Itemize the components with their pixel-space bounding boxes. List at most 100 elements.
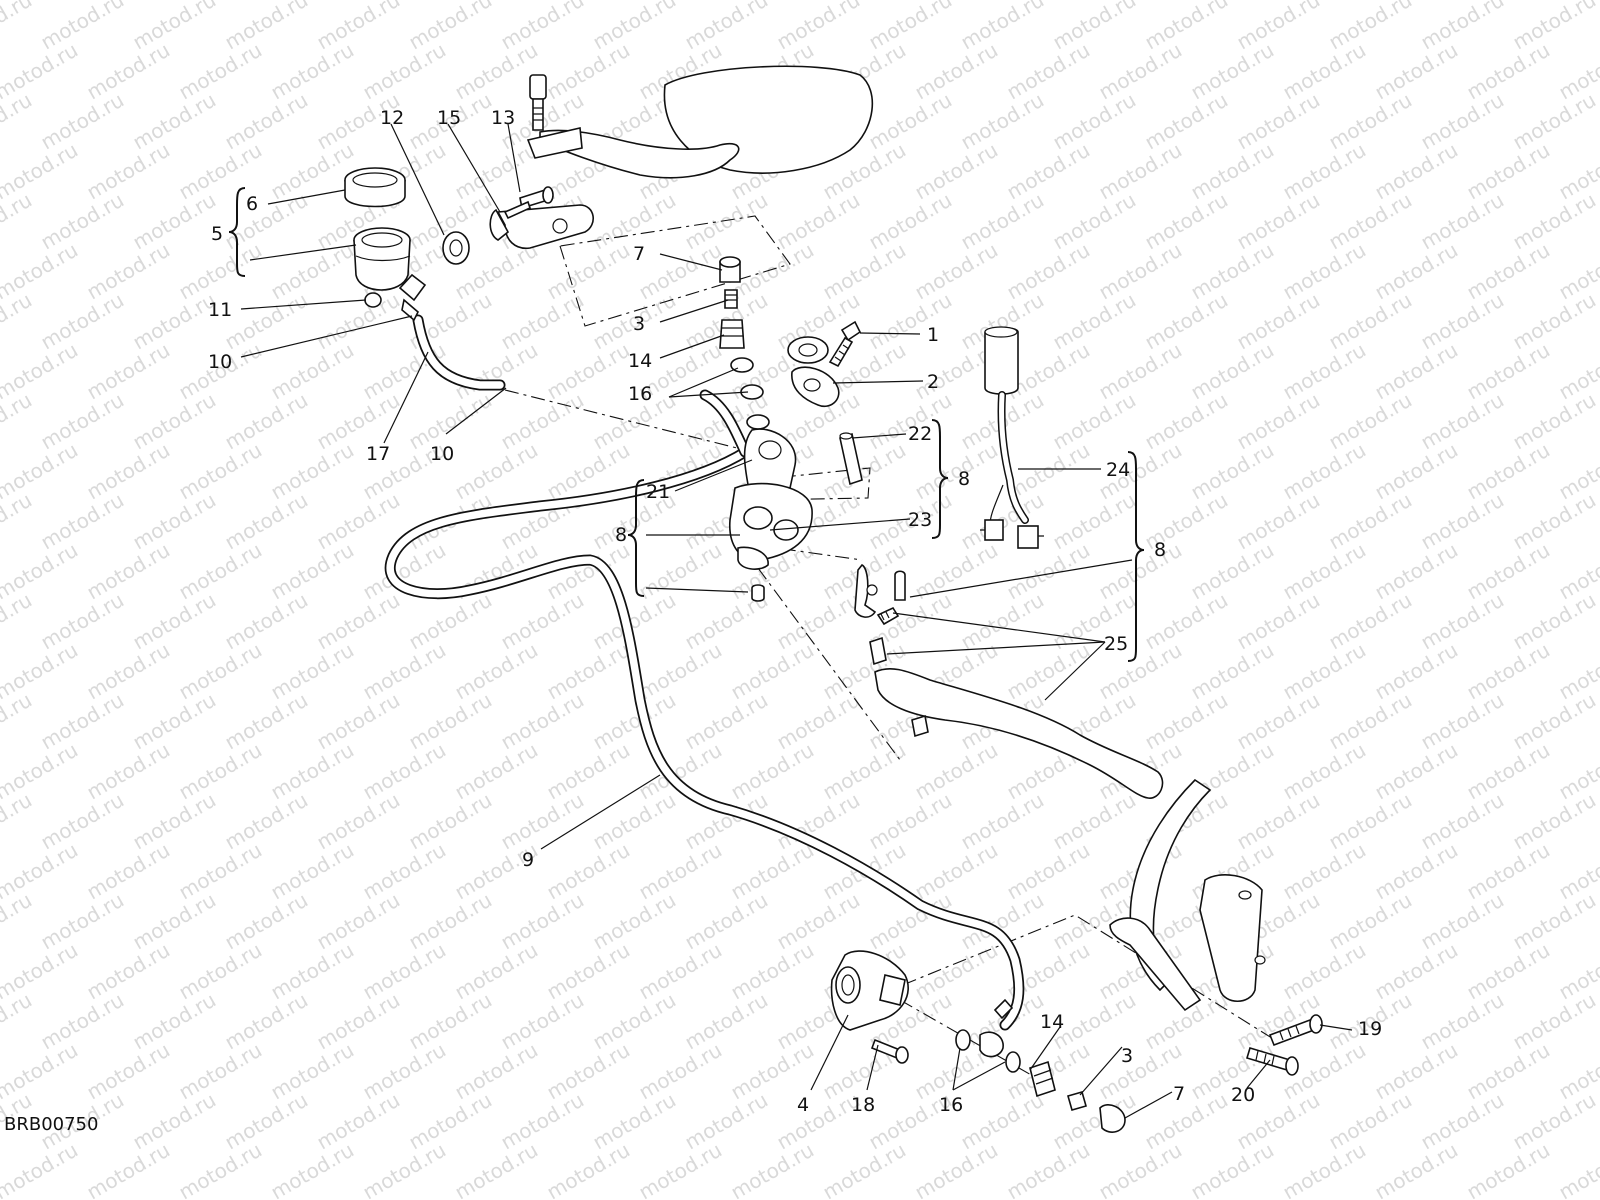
watermark-text: motod.ru: [313, 888, 404, 955]
callout-20: 20: [1231, 1084, 1255, 1106]
watermark-text: motod.ru: [37, 288, 128, 355]
watermark-text: motod.ru: [129, 0, 220, 54]
watermark-text: motod.ru: [221, 188, 312, 255]
watermark-text: motod.ru: [267, 1038, 358, 1105]
lower-frame-bracket: [1109, 778, 1266, 1012]
watermark-text: motod.ru: [727, 738, 818, 805]
callout-24: 24: [1106, 459, 1130, 481]
watermark-text: motod.ru: [1509, 88, 1600, 155]
watermark-text: motod.ru: [267, 638, 358, 705]
callout-19: 19: [1358, 1018, 1382, 1040]
watermark-text: motod.ru: [1417, 588, 1508, 655]
watermark-text: motod.ru: [83, 338, 174, 405]
callout-21: 21: [646, 481, 670, 503]
watermark-text: motod.ru: [221, 388, 312, 455]
watermark-text: motod.ru: [1509, 888, 1600, 955]
watermark-text: motod.ru: [1509, 1088, 1600, 1155]
callout-7: 7: [1173, 1083, 1185, 1105]
watermark-text: motod.ru: [681, 1088, 772, 1155]
watermark-text: motod.ru: [1417, 1088, 1508, 1155]
watermark-text: motod.ru: [0, 188, 36, 255]
watermark-text: motod.ru: [83, 1138, 174, 1200]
callout-25: 25: [1104, 633, 1128, 655]
watermark-text: motod.ru: [865, 88, 956, 155]
watermark-text: motod.ru: [129, 888, 220, 955]
watermark-text: motod.ru: [1509, 188, 1600, 255]
slave-cylinder: [830, 950, 909, 1064]
callout-8: 8: [958, 468, 970, 490]
watermark-text: motod.ru: [1509, 0, 1600, 54]
watermark-text: motod.ru: [0, 788, 36, 855]
watermark-text: motod.ru: [129, 688, 220, 755]
watermark-text: motod.ru: [1233, 388, 1324, 455]
watermark-text: motod.ru: [1141, 1088, 1232, 1155]
watermark-text: motod.ru: [681, 888, 772, 955]
watermark-text: motod.ru: [359, 638, 450, 705]
watermark-text: motod.ru: [1279, 838, 1370, 905]
watermark-text: motod.ru: [589, 1088, 680, 1155]
watermark-text: motod.ru: [0, 1138, 82, 1200]
watermark-text: motod.ru: [1463, 938, 1554, 1005]
watermark-text: motod.ru: [313, 1088, 404, 1155]
watermark-text: motod.ru: [1141, 88, 1232, 155]
watermark-text: motod.ru: [175, 638, 266, 705]
watermark-text: motod.ru: [635, 1038, 726, 1105]
watermark-text: motod.ru: [221, 688, 312, 755]
watermark-text: motod.ru: [405, 688, 496, 755]
watermark-text: motod.ru: [175, 438, 266, 505]
watermark-text: motod.ru: [911, 38, 1002, 105]
watermark-text: motod.ru: [1095, 1138, 1186, 1200]
watermark-text: motod.ru: [1049, 1088, 1140, 1155]
watermark-text: motod.ru: [1233, 488, 1324, 555]
watermark-text: motod.ru: [773, 0, 864, 54]
watermark-text: motod.ru: [1141, 188, 1232, 255]
callout-3: 3: [633, 313, 645, 335]
watermark-text: motod.ru: [911, 938, 1002, 1005]
watermark-text: motod.ru: [267, 1138, 358, 1200]
watermark-text: motod.ru: [1325, 0, 1416, 54]
watermark-text: motod.ru: [1555, 1138, 1600, 1200]
watermark-text: motod.ru: [313, 388, 404, 455]
watermark-text: motod.ru: [1187, 338, 1278, 405]
watermark-text: motod.ru: [1279, 138, 1370, 205]
watermark-text: motod.ru: [1371, 638, 1462, 705]
watermark-text: motod.ru: [681, 0, 772, 54]
watermark-text: motod.ru: [1141, 288, 1232, 355]
watermark-text: motod.ru: [911, 1138, 1002, 1200]
watermark-text: motod.ru: [129, 988, 220, 1055]
watermark-text: motod.ru: [497, 288, 588, 355]
watermark-text: motod.ru: [0, 688, 36, 755]
watermark-text: motod.ru: [175, 538, 266, 605]
watermark-text: motod.ru: [451, 1138, 542, 1200]
watermark-text: motod.ru: [635, 638, 726, 705]
watermark-text: motod.ru: [497, 688, 588, 755]
watermark-text: motod.ru: [1509, 788, 1600, 855]
watermark-text: motod.ru: [1233, 688, 1324, 755]
callout-11: 11: [208, 299, 232, 321]
watermark-text: motod.ru: [359, 738, 450, 805]
callout-15: 15: [437, 107, 461, 129]
watermark-text: motod.ru: [37, 588, 128, 655]
watermark-text: motod.ru: [957, 188, 1048, 255]
watermark-text: motod.ru: [1233, 788, 1324, 855]
watermark-text: motod.ru: [819, 1138, 910, 1200]
callout-1: 1: [927, 324, 939, 346]
watermark-text: motod.ru: [1279, 638, 1370, 705]
watermark-text: motod.ru: [589, 0, 680, 54]
watermark-text: motod.ru: [1371, 738, 1462, 805]
watermark-text: motod.ru: [1187, 1138, 1278, 1200]
watermark-text: motod.ru: [589, 988, 680, 1055]
watermark-text: motod.ru: [129, 388, 220, 455]
watermark-text: motod.ru: [37, 488, 128, 555]
watermark-text: motod.ru: [1417, 288, 1508, 355]
callout-16: 16: [939, 1094, 963, 1116]
watermark-text: motod.ru: [1325, 1088, 1416, 1155]
watermark-text: motod.ru: [957, 588, 1048, 655]
watermark-text: motod.ru: [773, 188, 864, 255]
watermark-text: motod.ru: [221, 588, 312, 655]
watermark-text: motod.ru: [1417, 788, 1508, 855]
callout-7: 7: [633, 243, 645, 265]
watermark-text: motod.ru: [1371, 438, 1462, 505]
watermark-text: motod.ru: [635, 938, 726, 1005]
watermark-text: motod.ru: [1049, 788, 1140, 855]
